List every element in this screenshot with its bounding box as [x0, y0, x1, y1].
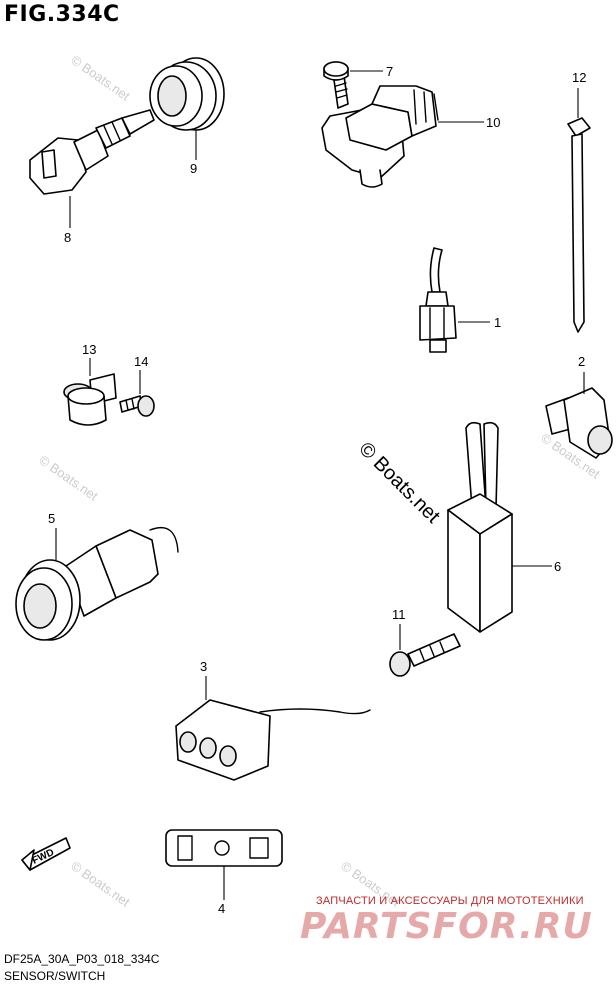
part-4-label [165, 829, 283, 900]
callout-8: 8 [64, 230, 71, 245]
part-1-sensor [419, 247, 490, 353]
diagram-code: DF25A_30A_P03_018_334C [4, 952, 160, 966]
part-2-knock-sensor [545, 372, 613, 459]
shop-tagline: ЗАПЧАСТИ И АКСЕССУАРЫ ДЛЯ МОТОТЕХНИКИ [316, 895, 584, 907]
callout-4: 4 [218, 901, 225, 916]
part-9-grommet [149, 57, 225, 160]
figure-title: FIG.334C [4, 2, 120, 27]
part-11-bolt [389, 624, 461, 677]
part-5-sensor-housing [15, 526, 179, 641]
callout-7: 7 [386, 64, 393, 79]
shop-logo: PARTSFOR.RU [300, 906, 593, 947]
callout-5: 5 [48, 511, 55, 526]
callout-10: 10 [486, 115, 500, 130]
watermark-small: © Boats.net [68, 52, 133, 104]
callout-6: 6 [554, 559, 561, 574]
callout-1: 1 [494, 315, 501, 330]
watermark-diagonal: © Boats.net [354, 438, 444, 528]
watermarks: © Boats.net © Boats.net © Boats.net © Bo… [36, 52, 603, 910]
callout-12: 12 [572, 70, 586, 85]
callout-11: 11 [392, 607, 406, 622]
part-6-relay [447, 421, 552, 633]
part-10-pressure-sensor [321, 85, 484, 188]
part-7-bolt [323, 61, 383, 109]
callout-14: 14 [134, 354, 148, 369]
callout-9: 9 [190, 161, 197, 176]
part-14-bolt [119, 370, 155, 417]
part-8-temp-sensor [29, 109, 155, 228]
callout-13: 13 [82, 342, 96, 357]
fwd-arrow: FWD [21, 837, 71, 871]
watermark-small: © Boats.net [68, 858, 133, 910]
callout-3: 3 [200, 659, 207, 674]
watermark-small: © Boats.net [36, 452, 101, 504]
part-13-clamp [63, 358, 117, 426]
part-12-cable-tie [567, 88, 591, 333]
diagram-name: SENSOR/SWITCH [4, 969, 106, 983]
part-3-indicator-lamp [175, 676, 371, 781]
callout-2: 2 [578, 354, 585, 369]
